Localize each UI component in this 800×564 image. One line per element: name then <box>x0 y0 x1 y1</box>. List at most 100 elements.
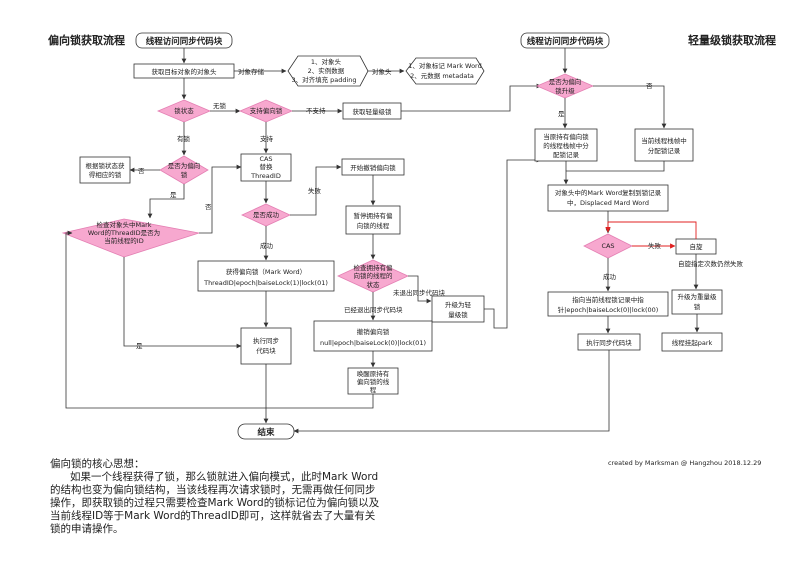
svg-text:中，Displaced Mard Word: 中，Displaced Mard Word <box>567 198 649 207</box>
svg-text:2、实例数据: 2、实例数据 <box>308 66 345 75</box>
lock-by-state-box: 根据锁状态获 得相应的锁 <box>79 156 131 184</box>
svg-text:暂停拥持有偏: 暂停拥持有偏 <box>354 211 394 220</box>
edge-label-upgrade-yes: 是 <box>558 110 565 118</box>
light-cas-decision: CAS <box>583 233 633 259</box>
check-threadid-decision: 检查对象头中Mark Word的ThreadID是否为 当前线程的ID <box>61 218 200 258</box>
svg-text:1、对象标记 Mark Word: 1、对象标记 Mark Word <box>408 61 482 70</box>
svg-text:ThreadID|epoch|baiseLock(1)|lo: ThreadID|epoch|baiseLock(1)|lock(01) <box>203 279 328 287</box>
edge-label-upgrade-no: 否 <box>646 82 653 90</box>
svg-text:1、对象头: 1、对象头 <box>311 57 342 66</box>
svg-text:当前线程的ID: 当前线程的ID <box>104 236 143 245</box>
svg-text:线程访问同步代码块: 线程访问同步代码块 <box>527 36 604 47</box>
svg-text:检查对象头中Mark: 检查对象头中Mark <box>96 220 151 229</box>
svg-text:检查拥持有偏: 检查拥持有偏 <box>354 263 394 272</box>
thread-park-box: 线程挂起park <box>661 332 723 352</box>
edge-label-object-storage: 对象存储 <box>238 67 265 76</box>
svg-text:锁升级: 锁升级 <box>555 86 575 95</box>
lock-state-decision: 锁状态 <box>156 99 212 123</box>
author-credit: created by Marksman @ Hangzhou 2018.12.2… <box>608 459 761 467</box>
edge-label-support: 支持 <box>260 134 274 143</box>
svg-text:向锁的线程的: 向锁的线程的 <box>354 271 394 280</box>
svg-text:获得偏向锁（Mark Word）: 获得偏向锁（Mark Word） <box>226 267 306 276</box>
edge-label-not-support: 不支持 <box>306 106 326 115</box>
biased-title: 偏向锁获取流程 <box>48 33 125 47</box>
pause-thread-box: 暂停拥持有偏 向锁的线程 <box>345 205 401 235</box>
svg-text:执行同步: 执行同步 <box>253 336 280 345</box>
svg-text:获取轻量级锁: 获取轻量级锁 <box>353 107 393 116</box>
svg-text:CAS: CAS <box>259 155 272 163</box>
alloc-current-record-box: 当前线程栈帧中 分配锁记录 <box>634 128 694 162</box>
svg-text:当原持有偏向锁: 当原持有偏向锁 <box>543 132 589 141</box>
svg-text:锁: 锁 <box>181 170 188 179</box>
svg-text:是否为偏向: 是否为偏向 <box>168 161 201 170</box>
svg-text:CAS: CAS <box>601 242 614 250</box>
svg-text:结束: 结束 <box>257 427 275 438</box>
edge-label-cas-success: 成功 <box>260 241 274 250</box>
light-exec-sync-box: 执行同步代码块 <box>577 333 641 351</box>
edge-label-id-match: 是 <box>136 342 143 350</box>
svg-text:对象头中的Mark Word复制到锁记录: 对象头中的Mark Word复制到锁记录 <box>555 188 662 197</box>
get-lightweight-box: 获取轻量级锁 <box>342 102 402 120</box>
svg-text:升级为轻: 升级为轻 <box>445 300 472 309</box>
svg-text:ThreadID: ThreadID <box>250 172 281 180</box>
spin-box: 自旋 <box>675 238 717 255</box>
edge-label-light-cas-fail: 失败 <box>648 241 662 250</box>
svg-text:代码块: 代码块 <box>256 346 276 355</box>
edge-label-cas-fail: 失败 <box>308 186 322 195</box>
copy-mark-word-box: 对象头中的Mark Word复制到锁记录 中，Displaced Mard Wo… <box>547 184 669 212</box>
cas-threadid-box: CAS 替换 ThreadID <box>240 153 292 182</box>
svg-text:是否为偏向: 是否为偏向 <box>549 77 582 86</box>
svg-text:是否成功: 是否成功 <box>253 210 280 219</box>
check-holder-state-decision: 检查拥持有偏 向锁的线程的 状态 <box>337 259 409 293</box>
light-start-node: 线程访问同步代码块 <box>520 32 610 49</box>
upgrade-lightweight-box: 升级为轻 量级锁 <box>431 295 485 323</box>
svg-text:升级为重量级: 升级为重量级 <box>678 292 718 301</box>
cas-success-decision: 是否成功 <box>241 203 291 227</box>
svg-text:程: 程 <box>370 385 377 394</box>
svg-text:获取目标对象的对象头: 获取目标对象的对象头 <box>152 67 218 76</box>
svg-text:根据锁状态获: 根据锁状态获 <box>86 161 126 170</box>
wake-thread-box: 唤醒原持有 偏向锁的线 程 <box>347 367 399 395</box>
edge-label-object-header: 对象头 <box>372 67 392 76</box>
edge-label-is-biased-yes: 是 <box>170 191 177 199</box>
explanation-body: 如果一个线程获得了锁，那么锁就进入偏向模式，此时Mark Word的结构也变为偏… <box>50 471 380 535</box>
is-biased-upgrade-decision: 是否为偏向 锁升级 <box>535 73 595 99</box>
svg-text:3、对齐填充 padding: 3、对齐填充 padding <box>291 75 356 84</box>
svg-text:线程访问同步代码块: 线程访问同步代码块 <box>146 36 223 47</box>
object-parts-callout: 1、对象头 2、实例数据 3、对齐填充 padding <box>287 55 369 87</box>
svg-text:得相应的锁: 得相应的锁 <box>89 170 122 179</box>
svg-text:的线程栈帧中分: 的线程栈帧中分 <box>543 141 589 150</box>
svg-text:针|epoch|baiseLock(0)|lock(00): 针|epoch|baiseLock(0)|lock(00) <box>558 305 659 314</box>
is-biased-decision: 是否为偏向 锁 <box>159 155 209 185</box>
svg-text:自旋: 自旋 <box>690 242 704 251</box>
svg-text:开始撤销偏向锁: 开始撤销偏向锁 <box>350 163 396 172</box>
svg-text:执行同步代码块: 执行同步代码块 <box>586 338 632 347</box>
svg-text:唤醒原持有: 唤醒原持有 <box>357 369 390 378</box>
revoke-start-box: 开始撤销偏向锁 <box>341 158 405 176</box>
svg-text:分配锁记录: 分配锁记录 <box>648 146 681 155</box>
svg-text:支持偏向锁: 支持偏向锁 <box>250 106 283 115</box>
svg-text:线程挂起park: 线程挂起park <box>672 338 713 347</box>
svg-text:偏向锁的线: 偏向锁的线 <box>357 377 390 386</box>
svg-text:向锁的线程: 向锁的线程 <box>357 221 390 230</box>
biased-exec-sync-box: 执行同步 代码块 <box>240 327 292 365</box>
lightweight-title: 轻量级锁获取流程 <box>688 33 776 47</box>
edge-label-not-exited: 未退出同步代码块 <box>393 288 446 297</box>
acquire-biased-box: 获得偏向锁（Mark Word） ThreadID|epoch|baiseLoc… <box>197 260 335 292</box>
svg-text:撤销偏向锁: 撤销偏向锁 <box>357 327 390 336</box>
biased-lock-explanation: 偏向锁的核心思想： 如果一个线程获得了锁，那么锁就进入偏向模式，此时Mark W… <box>50 458 380 536</box>
svg-text:量级锁: 量级锁 <box>448 310 468 319</box>
support-biased-decision: 支持偏向锁 <box>238 99 294 123</box>
edge-label-light-cas-success: 成功 <box>603 272 617 281</box>
end-node: 结束 <box>237 423 295 440</box>
svg-text:锁状态: 锁状态 <box>174 106 194 115</box>
revoke-biased-box: 撤销偏向锁 null|epoch|baiseLock(0)|lock(01) <box>313 320 433 352</box>
svg-text:锁: 锁 <box>694 302 701 311</box>
svg-text:2、元数据 metadata: 2、元数据 metadata <box>410 71 474 80</box>
svg-text:指向当前线程锁记录中指: 指向当前线程锁记录中指 <box>572 295 644 304</box>
svg-text:替换: 替换 <box>260 162 274 171</box>
mark-word-callout: 1、对象标记 Mark Word 2、元数据 metadata <box>405 57 485 85</box>
svg-text:null|epoch|baiseLock(0)|lock(0: null|epoch|baiseLock(0)|lock(01) <box>320 339 426 347</box>
point-lock-record-box: 指向当前线程锁记录中指 针|epoch|baiseLock(0)|lock(00… <box>547 291 669 317</box>
